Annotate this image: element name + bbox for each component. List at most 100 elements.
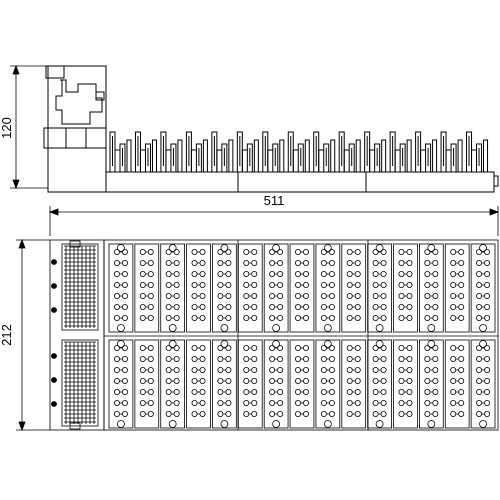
plan-contact-circle [225,410,232,417]
plan-contact-circle [328,388,335,395]
plan-contact-circle [121,377,128,384]
plan-contact-circle [372,248,379,255]
plan-contact-circle [191,344,198,351]
plan-module-column [315,243,341,333]
side-fin-short [119,143,126,173]
plan-contact-circle [424,314,431,321]
dim-plan-depth [16,238,50,432]
plan-contact-circle [243,410,250,417]
side-fin-short [348,143,355,173]
plan-contact-circle [458,366,465,373]
plan-contact-circle [113,270,120,277]
plan-contact-circle [243,377,250,384]
plan-contact-circle [199,259,206,266]
plan-contact-circle [476,366,483,373]
plan-contact-circle [199,344,206,351]
plan-contact-circle [191,355,198,362]
plan-contact-circle [269,248,276,255]
plan-contact-circle [147,355,154,362]
plan-contact-circle [277,248,284,255]
plan-contact-circle [199,314,206,321]
plan-contact-circle [165,303,172,310]
plan-contact-circle [165,248,172,255]
plan-module-column [444,339,470,429]
plan-contact-circle [424,248,431,255]
plan-fixing-hole [427,244,436,252]
side-fin-contact [228,139,234,173]
plan-contact-circle [328,344,335,351]
plan-contact-circle [320,303,327,310]
plan-module-column [341,243,367,333]
plan-contact-circle [243,399,250,406]
plan-contact-circle [432,355,439,362]
plan-contact-circle [380,303,387,310]
plan-fixing-hole [220,420,229,428]
plan-contact-circle [147,377,154,384]
plan-fixing-hole [220,324,229,332]
plan-contact-circle [113,303,120,310]
plan-contact-circle [424,366,431,373]
plan-contact-circle [346,248,353,255]
plan-contact-circle [243,292,250,299]
plan-module-column [418,243,444,333]
plan-contact-circle [139,281,146,288]
plan-module-column [341,339,367,429]
plan-contact-circle [476,270,483,277]
plan-module-column [212,339,237,429]
plan-contact-circle [476,355,483,362]
plan-contact-circle [380,377,387,384]
plan-contact-circle [328,259,335,266]
plan-contact-circle [294,292,301,299]
plan-contact-circle [458,259,465,266]
plan-contact-circle [243,314,250,321]
plan-contact-circle [484,399,491,406]
plan-contact-circle [328,355,335,362]
plan-contact-circle [113,344,120,351]
plan-contact-circle [354,314,361,321]
plan-contact-circle [424,281,431,288]
plan-fixing-hole [479,324,487,332]
plan-contact-circle [165,366,172,373]
plan-contact-circle [121,344,128,351]
plan-contact-circle [113,366,120,373]
plan-contact-circle [484,388,491,395]
plan-contact-circle [217,344,224,351]
plan-fixing-hole [479,340,487,348]
plan-contact-circle [372,259,379,266]
plan-contact-circle [484,303,491,310]
plan-contact-circle [450,344,457,351]
plan-connector-strip-upper [61,243,99,331]
plan-contact-circle [121,248,128,255]
side-fin-link [190,149,197,172]
side-fin-link [445,149,452,172]
plan-contact-circle [354,281,361,288]
plan-contact-circle [458,377,465,384]
side-fin-link [420,149,426,172]
side-fin-short [170,143,177,173]
plan-contact-circle [217,388,224,395]
plan-contact-circle [328,366,335,373]
plan-contact-circle [398,248,405,255]
plan-module-column [418,339,444,429]
plan-contact-circle [406,366,413,373]
plan-contact-circle [251,303,258,310]
side-fin-contact [381,139,387,173]
plan-contact-circle [380,314,387,321]
plan-fixing-hole [427,324,436,332]
plan-contact-circle [328,303,335,310]
plan-contact-circle [372,355,379,362]
plan-contact-circle [225,281,232,288]
plan-contact-circle [398,377,405,384]
plan-contact-circle [432,292,439,299]
plan-contact-circle [191,281,198,288]
plan-contact-circle [217,399,224,406]
plan-contact-circle [269,399,276,406]
plan-contact-circle [165,314,172,321]
plan-contact-circle [484,281,491,288]
plan-contact-circle [217,366,224,373]
side-bracket-clip [95,91,105,101]
plan-contact-circle [458,281,465,288]
plan-contact-circle [328,281,335,288]
plan-fixing-hole [168,340,177,348]
plan-contact-circle [191,388,198,395]
